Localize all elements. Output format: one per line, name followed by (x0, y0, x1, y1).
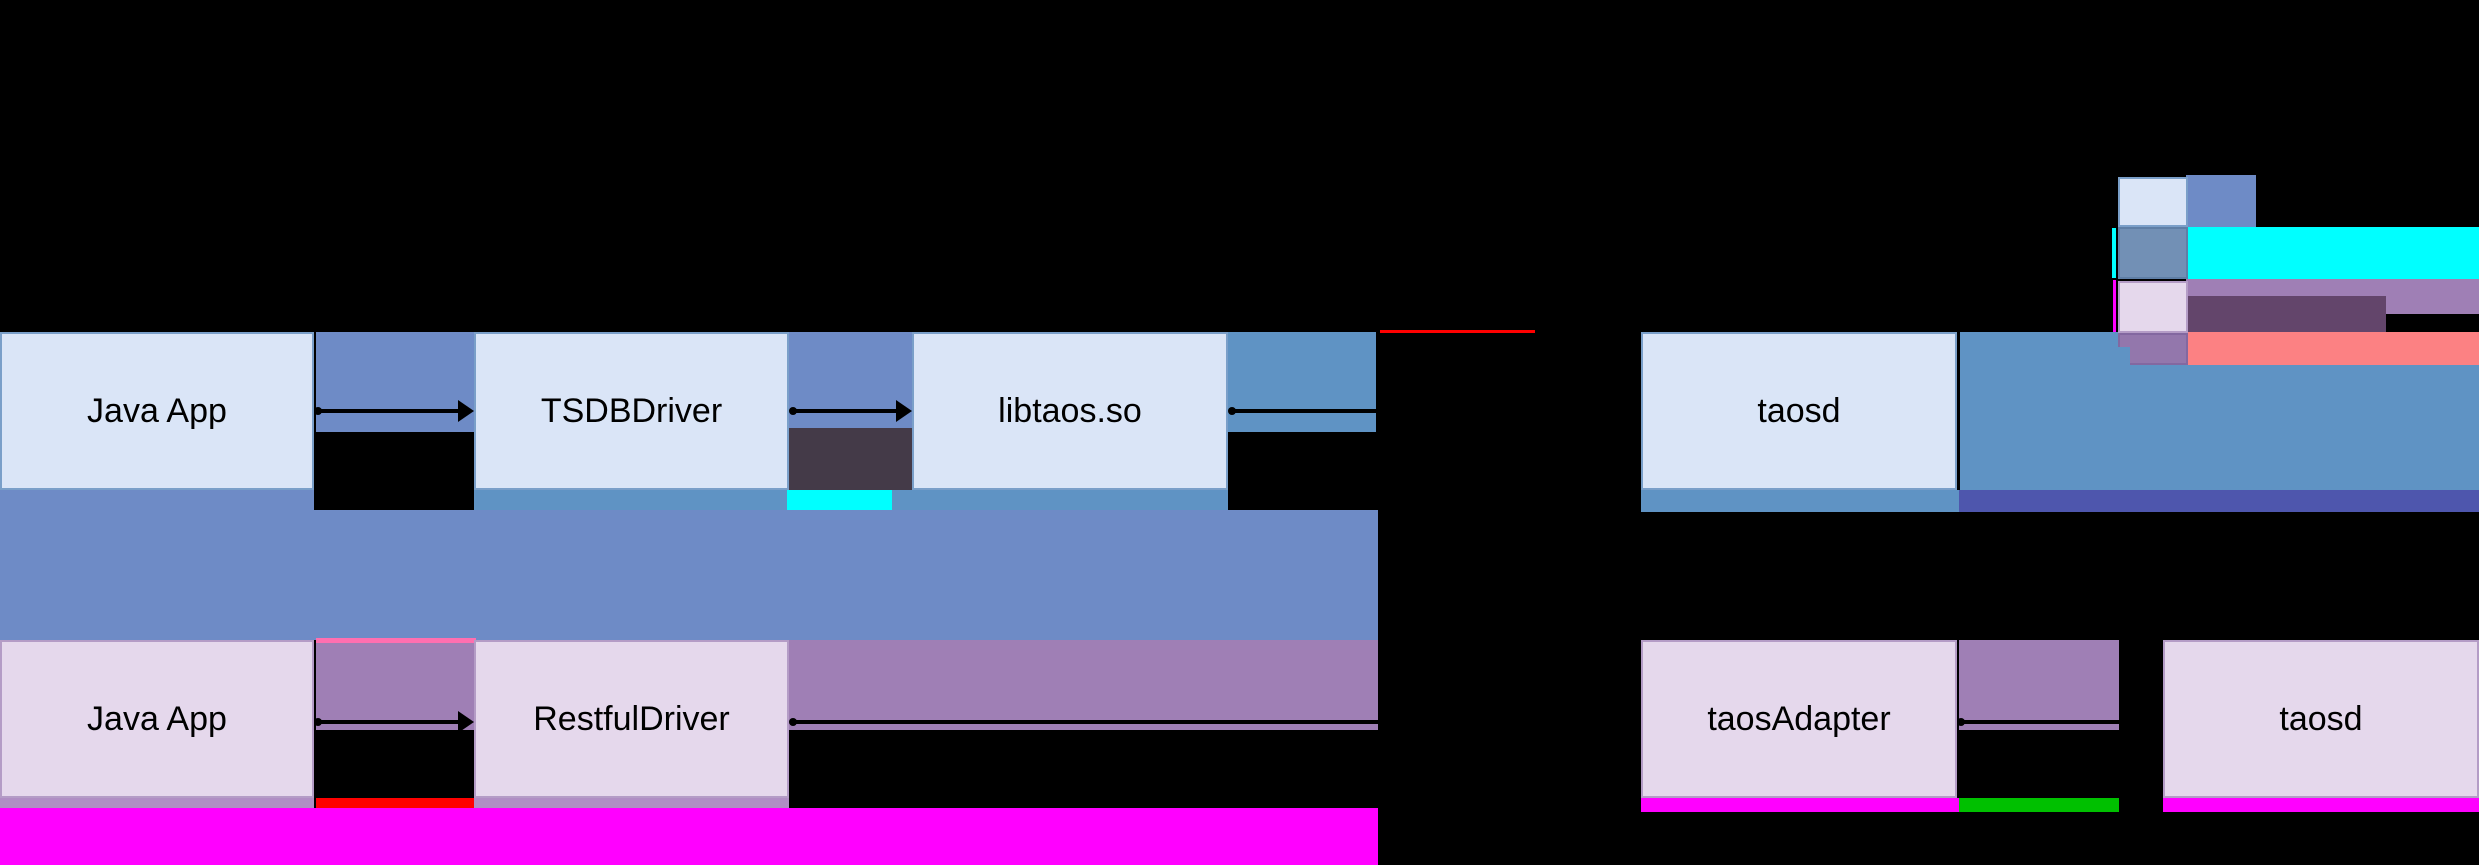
arrow-shaft-tsdb-to-libtaos (793, 409, 896, 413)
node-label: Java App (87, 392, 227, 430)
legend-swatch-3[interactable] (2118, 281, 2188, 333)
band-top-left-slate (316, 332, 476, 432)
band-bottom-thin-pink (316, 638, 476, 643)
legend-band-cyan (2186, 227, 2479, 279)
band-underline-libtaos (892, 490, 1228, 512)
legend-band-slate (2186, 175, 2256, 227)
band-underline-tsdb (474, 490, 789, 512)
legend-edge-sliver-steel (2100, 347, 2130, 365)
band-underline-taosd-native (1641, 490, 1959, 512)
band-bottom-long-mauve (787, 640, 1378, 730)
legend-swatch-1[interactable] (2118, 177, 2188, 227)
arrow-shaft-libtaos-to-taosd (1232, 409, 1625, 413)
node-label: libtaos.so (998, 392, 1142, 430)
node-tsdb-driver[interactable]: TSDBDriver (474, 332, 789, 490)
band-top-mid-slate (787, 332, 912, 432)
arrow-head-tsdb-to-libtaos (896, 400, 912, 422)
band-top-right-steel (1228, 332, 1376, 432)
band-bottom-left-mauve (316, 640, 476, 730)
node-java-app-native[interactable]: Java App (0, 332, 314, 490)
band-middle-slate (0, 510, 1378, 640)
band-bottom-right-mauve (1959, 640, 2119, 730)
band-underline-indigo (1959, 490, 2479, 512)
band-underline-green-accent (1959, 798, 2119, 812)
node-label: Java App (87, 700, 227, 738)
arrow-head-libtaos-to-taosd (1625, 400, 1641, 422)
band-underline-java-native (0, 490, 314, 512)
arrow-shaft-restful-to-adapter (793, 720, 1625, 724)
arrow-shaft-javarest-to-restful (318, 720, 458, 724)
node-taosd-rest[interactable]: taosd (2163, 640, 2479, 798)
arrow-head-adapter-to-taosd (2147, 711, 2163, 733)
node-taos-adapter[interactable]: taosAdapter (1641, 640, 1957, 798)
band-underline-restful (474, 798, 789, 808)
arrow-head-java-to-tsdb (458, 400, 474, 422)
node-label: taosAdapter (1707, 700, 1891, 738)
node-restful-driver[interactable]: RestfulDriver (474, 640, 789, 798)
arrow-shaft-java-to-tsdb (318, 409, 458, 413)
node-label: taosd (2279, 700, 2363, 738)
legend-band-plum (2186, 296, 2386, 332)
band-top-thin-red (1380, 330, 1535, 333)
band-underline-adapter-magenta (1641, 798, 1959, 812)
legend-edge-sliver-cyan (2112, 228, 2116, 278)
band-underline-taosdrest-magenta (2163, 798, 2479, 812)
arrow-head-restful-to-adapter (1625, 711, 1641, 733)
node-taosd-native[interactable]: taosd (1641, 332, 1957, 490)
band-underline-red-accent (316, 798, 476, 810)
legend-band-salmon (2186, 332, 2479, 365)
arrow-shaft-adapter-to-taosd (1961, 720, 2147, 724)
node-libtaos-so[interactable]: libtaos.so (912, 332, 1228, 490)
band-bottom-magenta-flood (0, 808, 1378, 865)
node-label: RestfulDriver (533, 700, 730, 738)
node-label: taosd (1757, 392, 1841, 430)
band-underline-javarest (0, 798, 314, 808)
node-label: TSDBDriver (540, 392, 723, 430)
arrow-head-javarest-to-restful (458, 711, 474, 733)
legend-edge-sliver-magenta (2113, 280, 2116, 332)
node-java-app-rest[interactable]: Java App (0, 640, 314, 798)
legend-swatch-2[interactable] (2118, 227, 2188, 279)
